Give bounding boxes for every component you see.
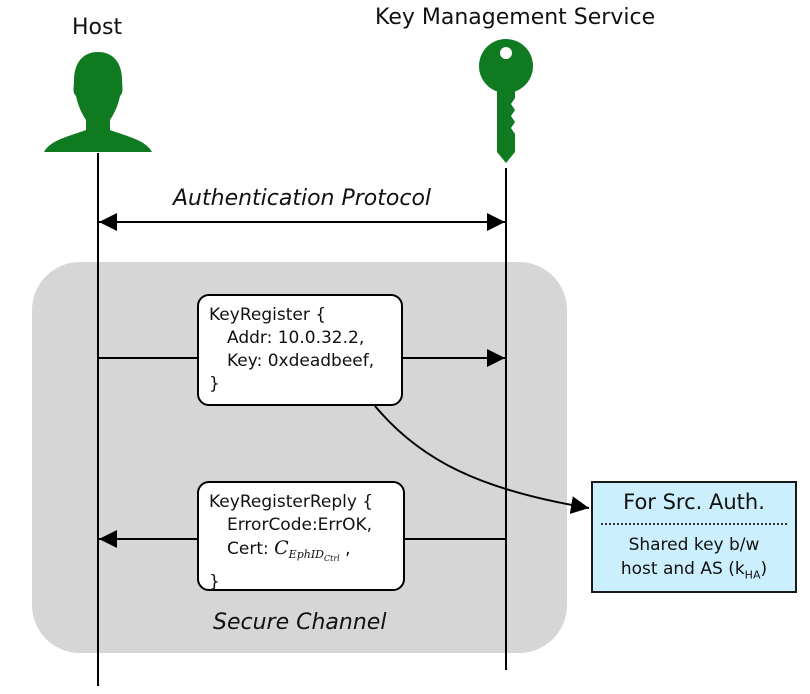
key-to-note-arrow [374,405,590,514]
note-title: For Src. Auth. [623,490,765,514]
reply-line-1: KeyRegisterReply { [209,492,374,512]
note-divider [601,523,787,525]
register-close: } [209,374,220,394]
note-body: Shared key b/w host and AS (kHA) [593,533,795,587]
register-key: Key: 0xdeadbeef, [227,351,375,371]
reply-error-code: ErrorCode:ErrOK, [227,515,373,535]
reply-cert-prefix: Cert: [227,539,269,559]
reply-cert-suffix: , [345,539,351,559]
reply-cert-sub: EphID [288,548,324,562]
reply-close: } [209,571,220,592]
secure-channel-label: Secure Channel [213,610,387,635]
key-register-reply-box: KeyRegisterReply { ErrorCode:ErrOK, Cert… [197,481,405,592]
note-body-line-2-suffix: ) [760,559,768,579]
note-body-line-1: Shared key b/w [628,535,760,555]
note-body-line-2: host and AS (kHA) [593,557,795,587]
key-icon [479,39,533,163]
reply-cert: Cert: CEphIDCtrl , [209,537,393,571]
host-label: Host [72,15,123,40]
person-icon [44,52,152,152]
secure-channel-region [32,262,567,653]
auth-protocol-label: Authentication Protocol [173,186,432,211]
note-body-line-2-sub: HA [744,568,761,582]
kms-label: Key Management Service [375,5,656,30]
key-register-box: KeyRegister { Addr: 10.0.32.2, Key: 0xde… [197,294,403,406]
reply-cert-subsub: Ctrl [324,554,340,564]
src-auth-note: For Src. Auth. Shared key b/w host and A… [591,481,797,593]
register-line-1: KeyRegister { [209,305,327,325]
register-addr: Addr: 10.0.32.2, [227,328,365,348]
reply-cert-symbol: C [274,537,289,559]
note-body-line-2-prefix: host and AS (k [620,559,745,579]
